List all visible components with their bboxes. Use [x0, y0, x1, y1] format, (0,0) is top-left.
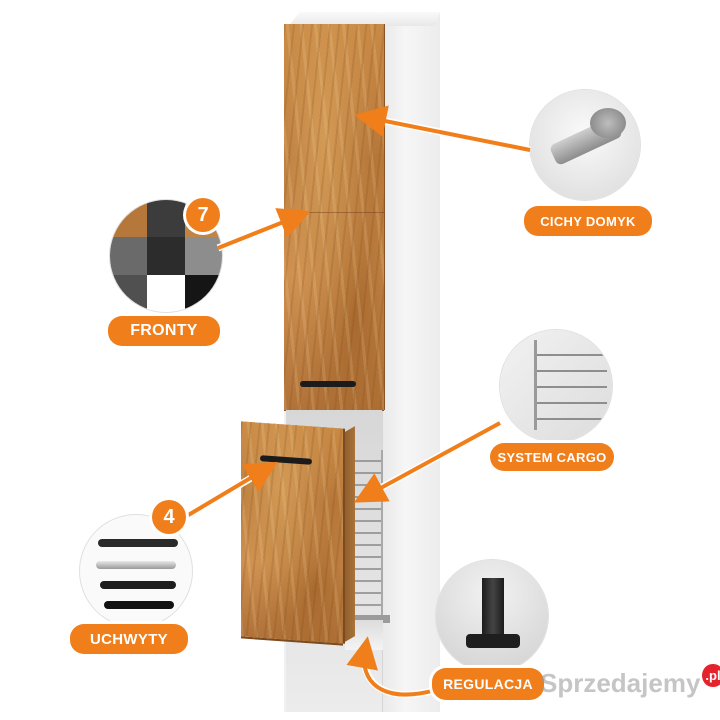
handle-sample	[98, 539, 178, 547]
door-grain-line	[284, 212, 384, 213]
cabinet-side-panel	[382, 12, 440, 712]
hinge-label: CICHY DOMYK	[524, 206, 652, 236]
hinge-detail-image	[530, 90, 640, 200]
front-swatch	[184, 274, 222, 312]
adjustable-foot-base	[466, 634, 520, 648]
drawer-side	[343, 426, 355, 643]
handle-sample	[100, 581, 176, 589]
front-swatch	[147, 237, 185, 275]
fronts-count-badge: 7	[186, 198, 220, 232]
cabinet-top	[288, 12, 440, 26]
front-swatch	[110, 200, 148, 238]
adjustable-foot-leg	[482, 578, 504, 638]
watermark-name: Sprzedajemy	[540, 668, 701, 698]
cargo-rails	[534, 340, 607, 430]
watermark-tld: .pl	[702, 664, 720, 687]
front-swatch	[110, 237, 148, 275]
hinge-cup	[590, 108, 626, 138]
handle-sample	[104, 601, 174, 609]
handles-count-badge: 4	[152, 500, 186, 534]
cargo-detail-image	[500, 330, 612, 442]
cargo-base	[340, 615, 390, 623]
front-swatch	[147, 200, 185, 238]
front-swatch	[110, 274, 148, 312]
feet-label: REGULACJA	[432, 668, 544, 700]
handles-label: UCHWYTY	[70, 624, 188, 654]
watermark-logo: Sprzedajemy.pl	[540, 664, 720, 699]
handle-sample	[96, 561, 176, 569]
upper-door-handle	[300, 381, 356, 387]
feet-detail-image	[436, 560, 548, 672]
fronts-label: FRONTY	[108, 316, 220, 346]
cabinet-upper-door	[284, 24, 384, 410]
drawer-front	[241, 421, 343, 644]
front-colors-image	[110, 200, 222, 312]
cargo-label: SYSTEM CARGO	[490, 443, 614, 471]
handles-detail-image	[80, 515, 192, 627]
front-swatch	[184, 237, 222, 275]
front-swatch	[147, 274, 185, 312]
